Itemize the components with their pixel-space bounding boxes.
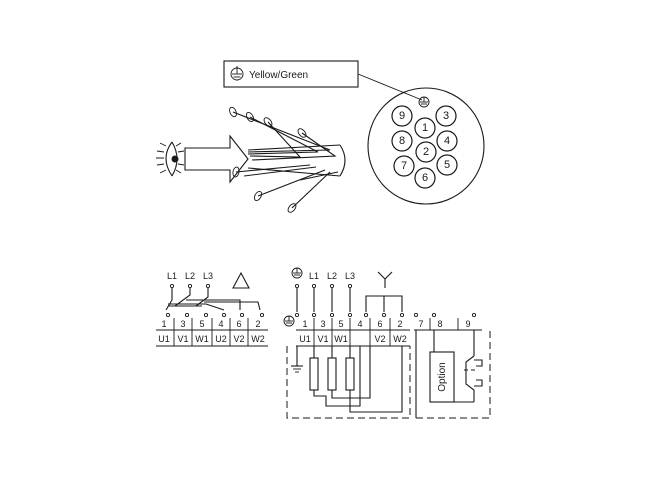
line-label-l1: L1 <box>309 271 319 281</box>
delta-symbol <box>232 271 250 289</box>
connector-pin-label: 6 <box>422 172 428 184</box>
ground-symbol <box>291 365 303 373</box>
connector-pin-label: 1 <box>422 122 428 134</box>
terminal-number: 3 <box>320 319 325 329</box>
connector-pin: 1 <box>414 117 436 139</box>
ground-pin-icon <box>418 96 430 108</box>
line-label-l3: L3 <box>203 271 213 281</box>
terminal-number: 2 <box>397 319 402 329</box>
star-wiring: L1 L2 L3 1 3 5 4 6 <box>283 267 411 419</box>
terminal-number: 5 <box>338 319 343 329</box>
delta-wiring: L1 L2 L3 1 3 5 4 6 2 <box>156 271 268 347</box>
connector-pin: 3 <box>435 105 457 127</box>
connector-pin: 4 <box>436 130 458 152</box>
terminal-number: 6 <box>236 319 241 329</box>
connector-pin-label: 5 <box>444 159 450 171</box>
connector-pin-label: 4 <box>444 135 450 147</box>
terminal-name: U1 <box>158 334 170 344</box>
connector-pin-label: 3 <box>443 110 449 122</box>
ground-icon <box>283 315 295 327</box>
connector-pin: 8 <box>391 130 413 152</box>
connector-pin: 6 <box>414 167 436 189</box>
ground-icon <box>291 267 303 279</box>
terminal-name: W1 <box>334 334 348 344</box>
terminal-number: 7 <box>418 319 423 329</box>
terminal-number: 4 <box>218 319 223 329</box>
winding <box>345 346 403 413</box>
connector-pin: 2 <box>415 141 437 163</box>
terminal-name: V1 <box>177 334 188 344</box>
connector-pin-label: 2 <box>423 146 429 158</box>
line-label-l3: L3 <box>345 271 355 281</box>
terminal-number: 4 <box>357 319 362 329</box>
connector-pin: 7 <box>393 155 415 177</box>
ground-legend-label: Yellow/Green <box>249 70 308 81</box>
terminal-name: V2 <box>374 334 385 344</box>
star-symbol <box>377 271 393 288</box>
line-label-l2: L2 <box>327 271 337 281</box>
connector-pin-label: 8 <box>399 135 405 147</box>
winding <box>327 346 371 399</box>
terminal-name: U2 <box>215 334 227 344</box>
connector-face: 9 3 8 1 4 2 7 5 6 <box>367 87 485 205</box>
option-block: 7 8 9 Option <box>413 312 491 419</box>
line-label-l2: L2 <box>185 271 195 281</box>
winding <box>309 346 361 407</box>
terminal-name: U1 <box>299 334 311 344</box>
terminal-number: 6 <box>377 319 382 329</box>
terminal-name: W1 <box>195 334 209 344</box>
terminal-name: V1 <box>317 334 328 344</box>
eye-icon <box>156 141 185 177</box>
terminal-number: 5 <box>199 319 204 329</box>
terminal-number: 9 <box>465 319 470 329</box>
connector-pin-label: 7 <box>401 160 407 172</box>
connector-pin: 5 <box>436 154 458 176</box>
terminal-number: 3 <box>180 319 185 329</box>
cable-wires <box>229 106 339 213</box>
terminal-number: 2 <box>255 319 260 329</box>
option-label: Option <box>437 362 448 391</box>
ground-icon <box>230 66 244 81</box>
terminal-name: W2 <box>393 334 407 344</box>
terminal-number: 8 <box>437 319 442 329</box>
connector-pin-label: 9 <box>399 110 405 122</box>
thermal-switch <box>464 355 483 402</box>
terminal-name: W2 <box>251 334 265 344</box>
terminal-number: 1 <box>302 319 307 329</box>
cable-illustration <box>156 106 346 213</box>
line-label-l1: L1 <box>167 271 177 281</box>
connector-pin: 9 <box>391 105 413 127</box>
ground-legend: Yellow/Green <box>223 60 423 101</box>
terminal-number: 1 <box>161 319 166 329</box>
terminal-name: V2 <box>233 334 244 344</box>
